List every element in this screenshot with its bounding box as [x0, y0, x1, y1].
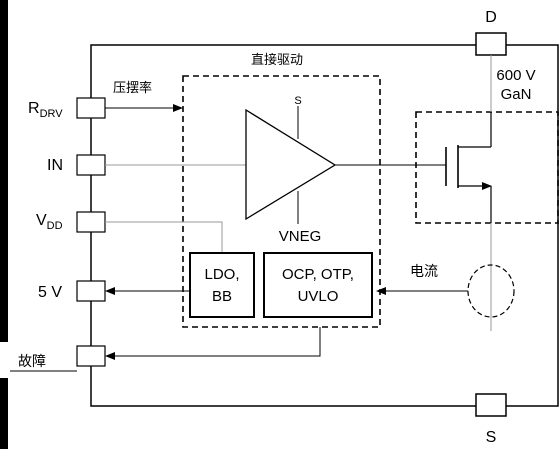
pin-5v-label: 5 V	[38, 284, 62, 301]
ldo-bb-box	[189, 252, 255, 318]
pin-in-box	[76, 154, 106, 176]
protection-label-line2: UVLO	[298, 288, 339, 305]
protection-label-line1: OCP, OTP,	[282, 266, 354, 283]
package-outline	[90, 44, 559, 407]
gan-fet-box	[415, 111, 559, 224]
rdrv-arrowhead	[173, 104, 183, 112]
pin-5v-box	[76, 280, 106, 302]
pin-in-label: IN	[47, 157, 63, 174]
pin-vdd-label: VDD	[36, 212, 63, 232]
current-sense-circle	[467, 264, 515, 318]
current-label: 电流	[410, 263, 438, 279]
pin-vdd-box	[76, 211, 106, 233]
pin-s-box	[475, 393, 507, 417]
pin-rdrv-label: RDRV	[28, 100, 63, 120]
pin-d-label: D	[485, 9, 497, 26]
ldo-label-line2: BB	[212, 288, 232, 305]
vdd-line	[105, 221, 223, 253]
slew-rate-label: 压摆率	[113, 80, 152, 95]
fet-source-arrow	[482, 182, 492, 190]
ldo-label-line1: LDO,	[204, 266, 239, 283]
pin-s-label: S	[486, 429, 497, 446]
fault-line	[113, 327, 321, 357]
pin-rdrv-box	[76, 97, 106, 119]
left-edge-bar	[0, 0, 8, 342]
driver-amplifier	[245, 108, 337, 221]
pin-fault-label: 故障	[18, 353, 46, 369]
pin-fault-box	[76, 345, 106, 367]
direct-drive-box	[182, 75, 381, 328]
protection-box	[263, 252, 373, 318]
ldo-5v-arrowhead	[105, 287, 115, 295]
left-edge-bar-lower	[0, 378, 8, 449]
fault-arrowhead	[105, 352, 115, 360]
vneg-label: VNEG	[279, 228, 322, 245]
current-arrowhead	[376, 287, 386, 295]
fet-type-label: GaN	[501, 86, 532, 103]
pin-d-box	[475, 32, 507, 56]
fet-voltage-label: 600 V	[496, 67, 535, 84]
driver-s-label: S	[294, 95, 301, 107]
direct-drive-label: 直接驱动	[251, 52, 303, 67]
